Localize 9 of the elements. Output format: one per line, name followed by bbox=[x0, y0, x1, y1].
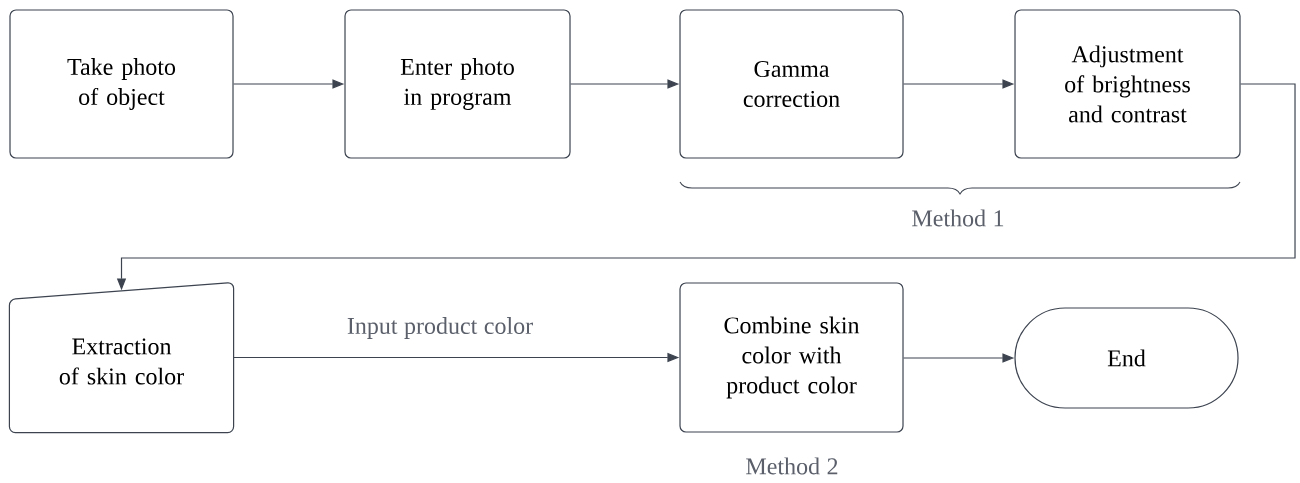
edge-label: Input product color bbox=[344, 315, 536, 341]
process-box: Take photo of object bbox=[9, 9, 234, 159]
process-box: Enter photo in program bbox=[344, 9, 571, 159]
manual-input-box: Extraction of skin color bbox=[8, 282, 235, 434]
group-label: Method 1 bbox=[912, 209, 1004, 227]
process-box: Gamma correction bbox=[679, 9, 904, 159]
process-box: Combine skin color with product color bbox=[679, 282, 904, 433]
group-label: Method 2 bbox=[746, 457, 838, 475]
process-box: Adjustment of brightness and contrast bbox=[1014, 9, 1241, 159]
